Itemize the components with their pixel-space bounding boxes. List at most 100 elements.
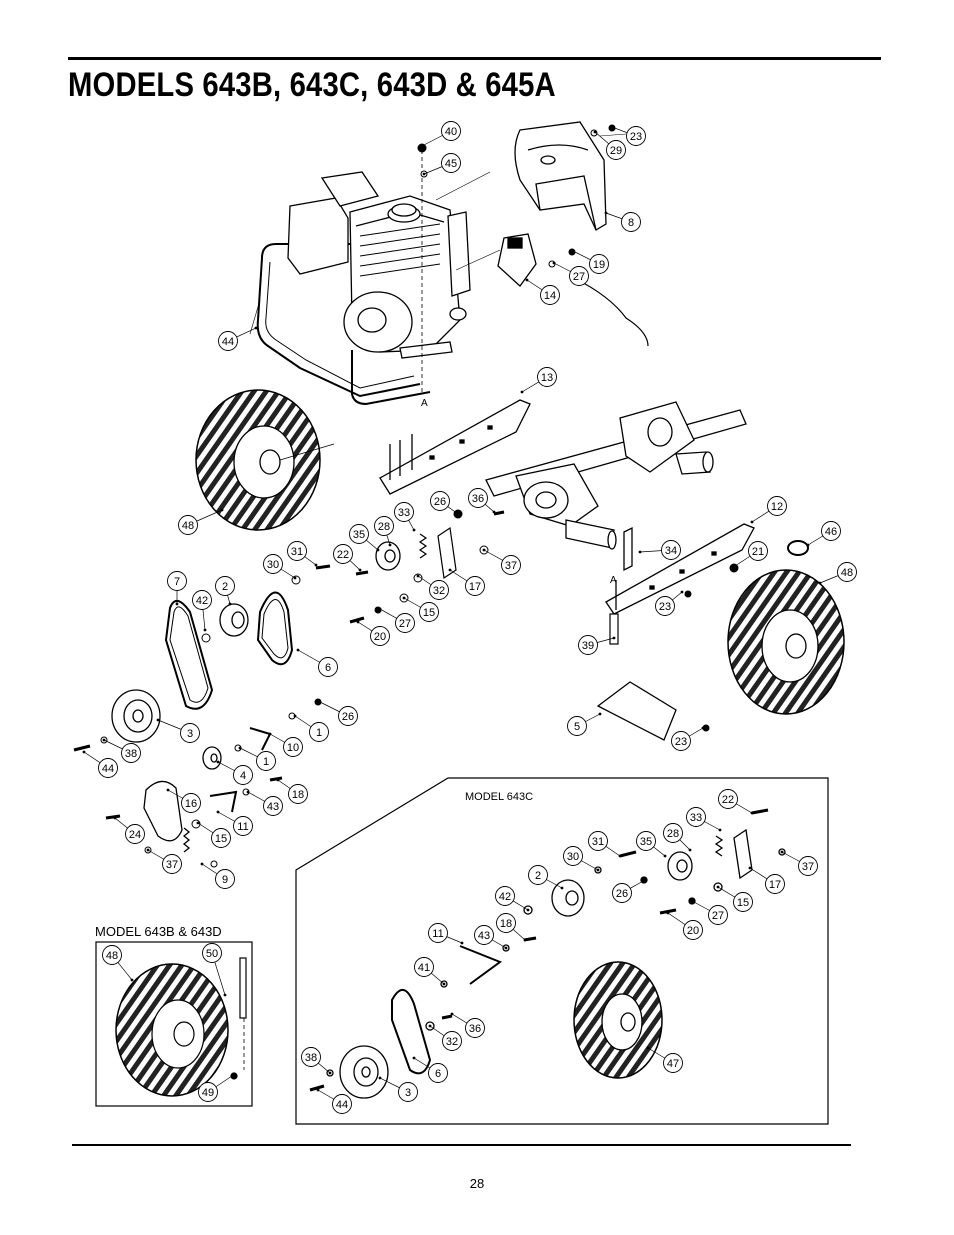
callout-number: 48 [841, 567, 853, 579]
callout-number: 3 [187, 728, 193, 740]
main-callout-2: 2 [215, 576, 235, 606]
leader-arrow [663, 854, 667, 858]
model-643c-callout-28: 28 [663, 823, 692, 852]
main-callout-37: 37 [146, 848, 182, 874]
callout-number: 12 [771, 501, 783, 513]
model-643c-callout-42: 42 [495, 886, 530, 912]
leader-arrow [525, 278, 529, 282]
leader-arrow [750, 811, 754, 815]
callout-bubble [428, 1063, 448, 1083]
callout-number: 22 [722, 794, 734, 806]
main-callout-34: 34 [638, 540, 681, 560]
main-callout-23: 23 [655, 590, 684, 616]
leader-arrow [750, 520, 754, 524]
top-rule [68, 57, 881, 60]
leader-arrow [492, 510, 496, 514]
leader-arrow [504, 946, 508, 950]
model-643c-callout-2: 2 [528, 865, 564, 890]
leader-arrow [268, 732, 272, 736]
tire-right [727, 569, 845, 715]
main-callout-27: 27 [378, 607, 415, 633]
main-callout-36: 36 [468, 488, 496, 514]
main-callout-24: 24 [113, 816, 145, 844]
callout-number: 36 [469, 1023, 481, 1035]
callout-number: 29 [610, 145, 622, 157]
throttle-cable [573, 277, 649, 347]
model-643c-drawing [309, 808, 786, 1099]
leader-arrow [293, 576, 297, 580]
model-643c-callout-33: 33 [686, 807, 722, 832]
callout-bubble [202, 943, 222, 963]
callout-bubble [256, 751, 276, 771]
main-callout-42: 42 [192, 590, 212, 632]
main-callout-3: 3 [156, 718, 200, 743]
leader-arrow [156, 718, 160, 722]
leader-arrow [448, 568, 452, 572]
callout-number: 43 [267, 801, 279, 813]
callout-bubble [663, 823, 683, 843]
main-callout-40: 40 [420, 121, 461, 148]
main-callout-16: 16 [166, 788, 201, 813]
callout-bubble [102, 945, 122, 965]
main-callout-8: 8 [604, 211, 641, 232]
callout-number: 1 [263, 756, 269, 768]
leader-arrow [175, 602, 179, 606]
callout-bubble [495, 886, 515, 906]
leader-arrow [276, 778, 280, 782]
model-643c-callout-32: 32 [428, 1024, 462, 1051]
leader-arrow [523, 938, 527, 942]
leader-arrow [612, 636, 616, 640]
hub-clip [787, 540, 809, 556]
belts [164, 591, 294, 710]
callout-number: 11 [432, 928, 443, 940]
callout-bubble [333, 544, 353, 564]
frame-bar-right [605, 523, 755, 615]
leader-arrow [442, 982, 446, 986]
callout-bubble [338, 706, 358, 726]
callout-bubble [626, 126, 646, 146]
callout-number: 44 [336, 1099, 348, 1111]
callout-number: 44 [222, 336, 234, 348]
callout-number: 48 [106, 950, 118, 962]
leader-arrow [216, 810, 220, 814]
leader-arrow [428, 1024, 432, 1028]
page-title: MODELS 643B, 643C, 643D & 645A [68, 66, 556, 104]
callout-number: 33 [690, 812, 702, 824]
callout-number: 22 [337, 549, 349, 561]
callout-number: 41 [418, 962, 430, 974]
leader-arrow [460, 941, 464, 945]
callout-number: 6 [325, 662, 331, 674]
leader-arrow [596, 868, 600, 872]
callout-bubble [563, 846, 583, 866]
callout-bubble [612, 883, 632, 903]
callout-bubble [655, 596, 675, 616]
leader-arrow [716, 885, 720, 889]
callout-bubble [287, 541, 307, 561]
leader-arrow [412, 1056, 416, 1060]
callout-bubble [414, 957, 434, 977]
leader-arrow [82, 750, 86, 754]
model-643c-label: MODEL 643C [465, 791, 533, 803]
leader-arrow [203, 628, 207, 632]
main-callout-6: 6 [296, 648, 338, 677]
callout-bubble [578, 635, 598, 655]
callout-number: 11 [237, 821, 248, 833]
callout-bubble [349, 524, 369, 544]
model-643b-643d-drawing [115, 957, 247, 1097]
leader-arrow [748, 866, 752, 870]
callout-bubble [121, 743, 141, 763]
leader-arrow [376, 548, 380, 552]
leader-arrow [146, 848, 150, 852]
bracket [497, 233, 537, 287]
leader-arrow [378, 1076, 382, 1080]
main-callout-27: 27 [552, 261, 589, 286]
leader-arrow [416, 574, 420, 578]
leader-arrow [806, 543, 810, 547]
model-643c-callout-26: 26 [612, 878, 647, 903]
callout-bubble [428, 923, 448, 943]
main-callout-48: 48 [818, 562, 857, 585]
callout-bubble [233, 816, 253, 836]
callout-number: 20 [374, 631, 386, 643]
engine-drawing [256, 150, 471, 406]
